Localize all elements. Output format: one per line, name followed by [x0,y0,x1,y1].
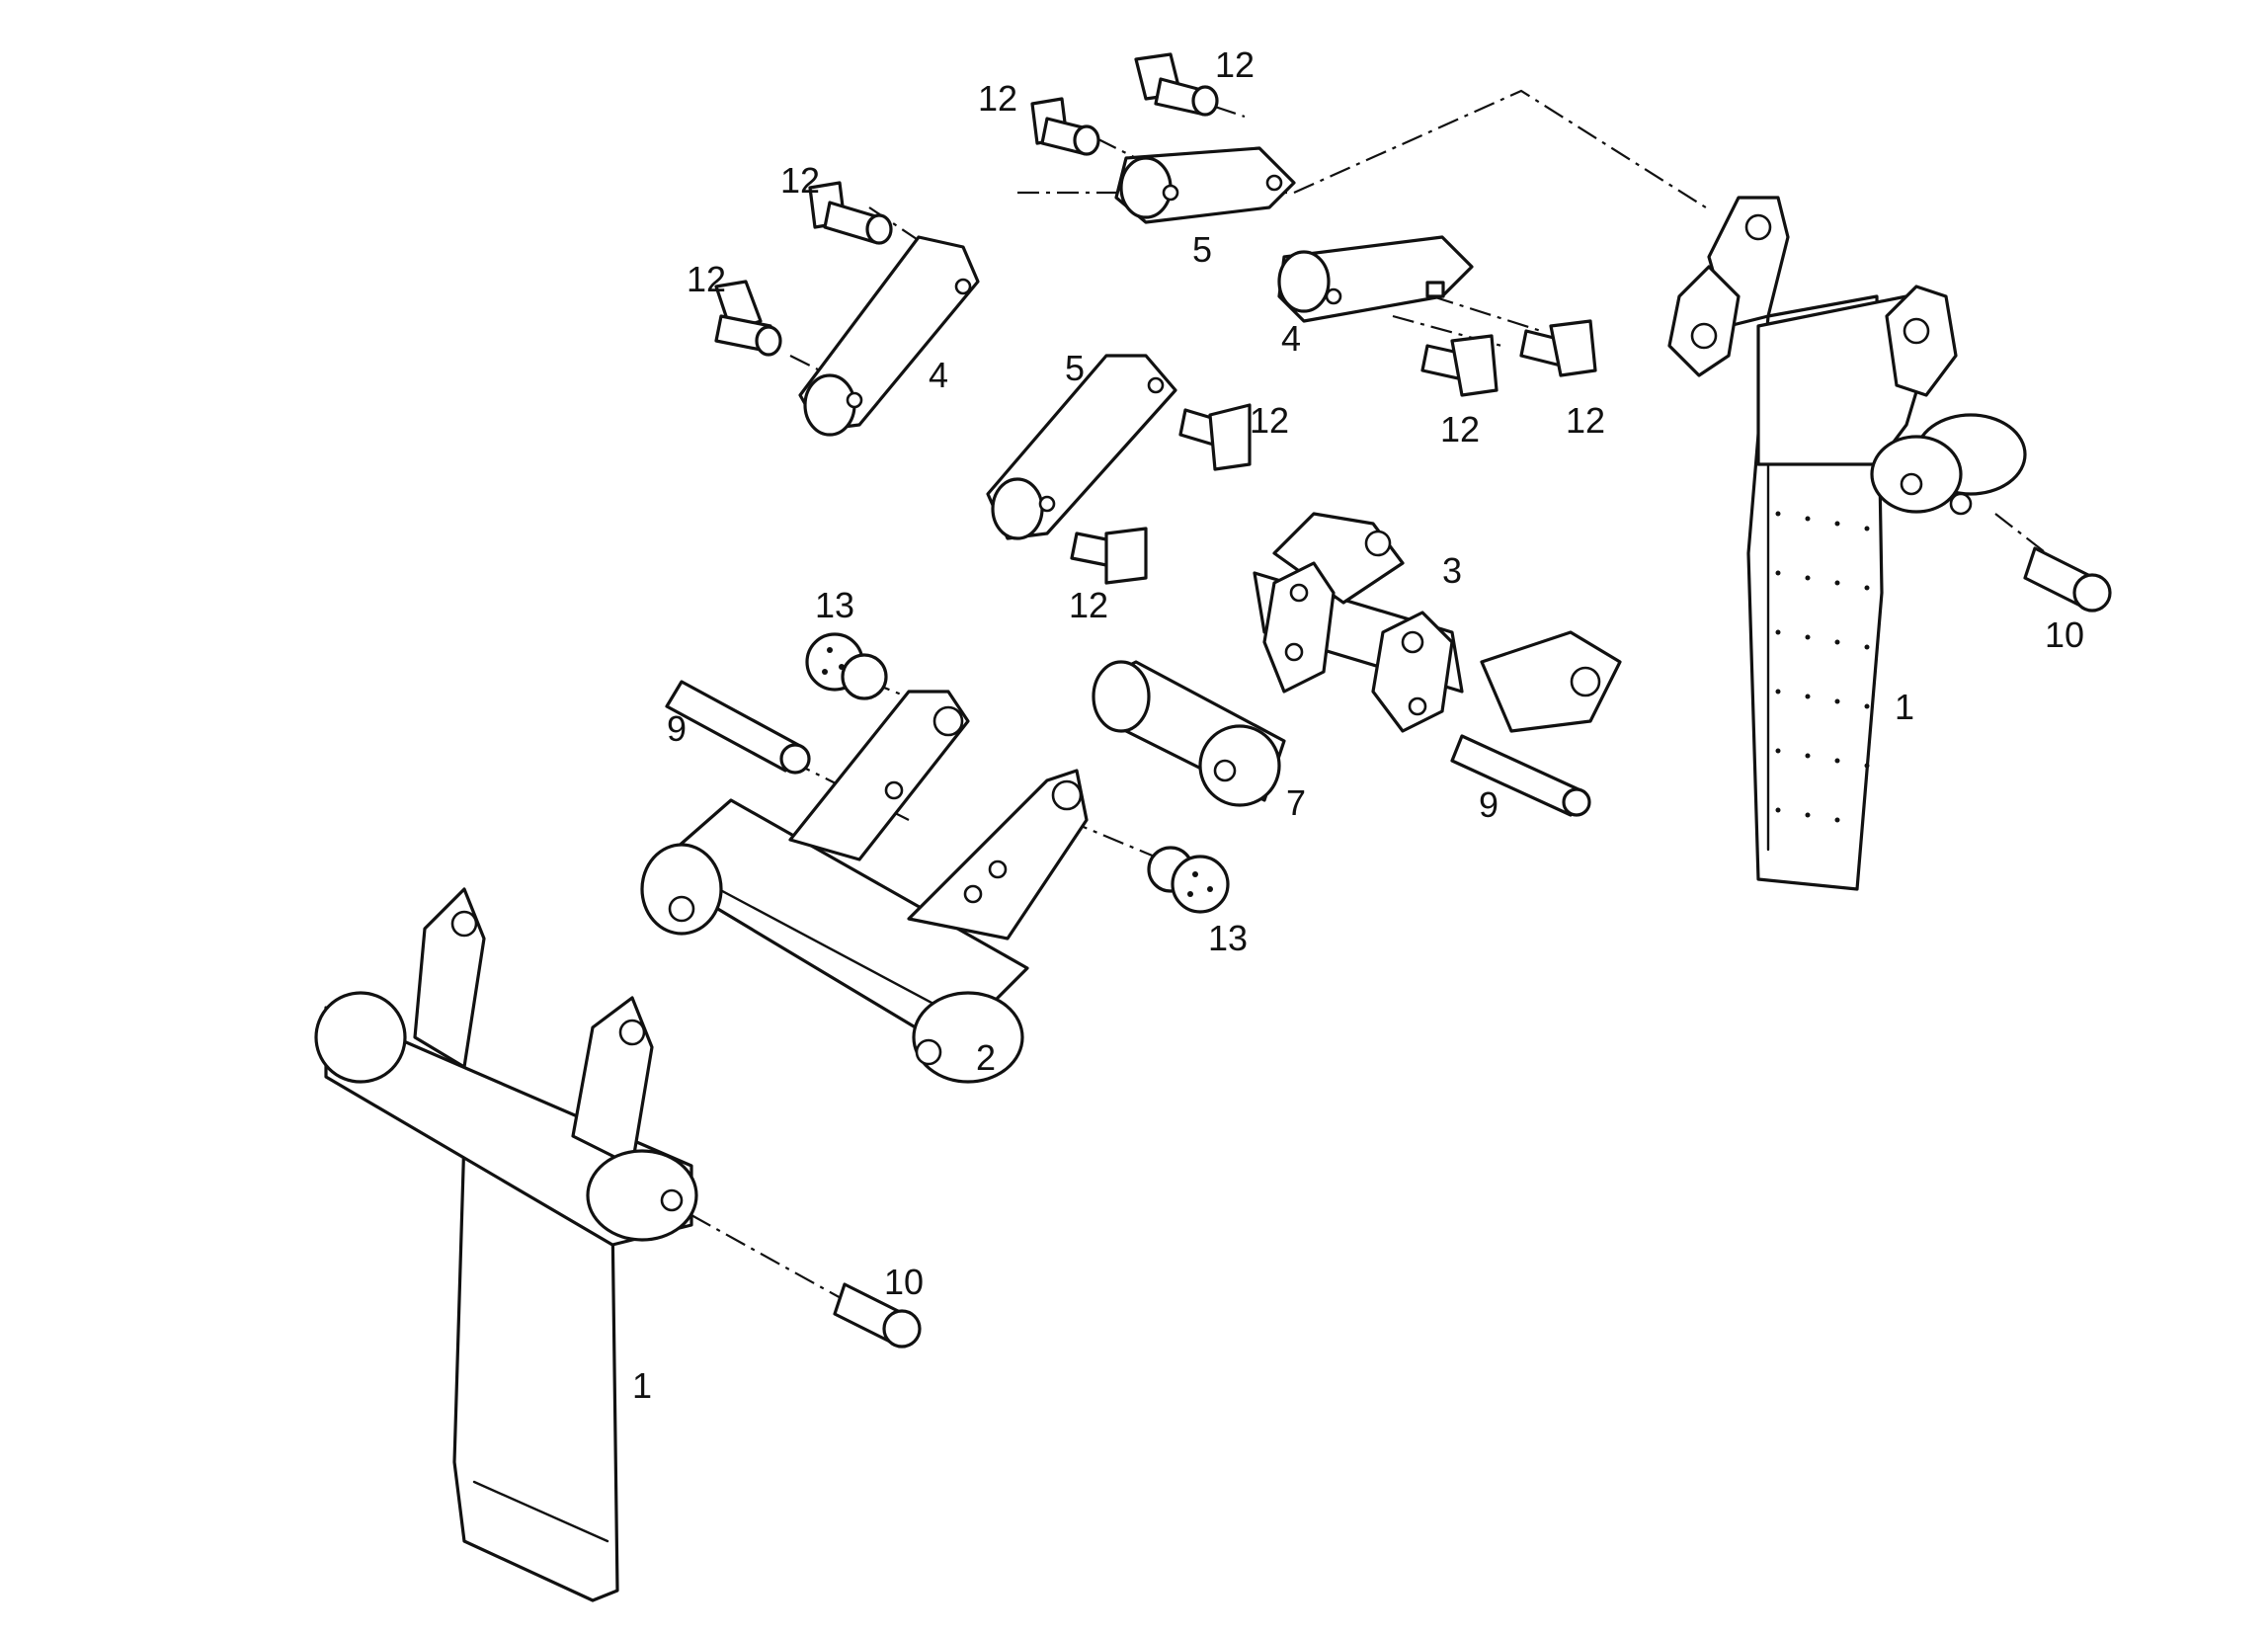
label-part-13-top: 13 [815,585,854,625]
cam-part-7 [1092,660,1286,807]
pin-part-12-right-b [1519,319,1597,377]
label-part-10-right: 10 [2045,614,2084,655]
label-part-12-right-b: 12 [1566,400,1605,441]
label-part-12-left-top: 12 [780,160,820,201]
bracket-part-3 [1253,512,1622,733]
label-part-5-upper: 5 [1192,229,1212,270]
pin-part-12-top [1134,52,1219,117]
link-part-5-upper [1114,146,1296,224]
label-part-12-left-bottom: 12 [687,259,726,299]
label-part-3: 3 [1442,550,1462,591]
label-part-5-center: 5 [1065,348,1085,388]
bushing-part-13-top [805,632,888,700]
label-part-12-upper-left: 12 [978,78,1017,119]
label-part-4-upper: 4 [1281,318,1301,359]
pin-part-9-left [665,680,811,775]
pedal-right [1667,196,2027,891]
label-part-12-center-bottom: 12 [1069,585,1108,625]
link-part-4-left [798,235,980,437]
pin-part-12-left-bottom [714,280,782,357]
pin-part-12-right-a [1420,334,1498,397]
bolt-part-10-left [833,1282,922,1349]
bolt-part-10-right [2023,546,2112,613]
link-part-4-upper [1277,235,1474,323]
label-part-2: 2 [976,1037,996,1078]
label-part-12-center-right: 12 [1250,400,1289,441]
pedal-right-tread-dots [1775,511,1870,823]
link-part-5-center [986,354,1177,540]
label-part-10-left: 10 [884,1262,924,1302]
label-part-1-right: 1 [1895,687,1914,727]
pin-part-12-left-top [808,181,893,245]
pin-part-9-right [1450,734,1591,817]
pin-part-12-center-bottom [1070,527,1148,585]
yoke-part-2 [640,690,1089,1084]
pin-part-12-upper-left [1030,97,1100,156]
bushing-part-13-bottom [1147,846,1230,914]
label-part-7: 7 [1286,782,1306,823]
label-part-9-right: 9 [1479,784,1498,825]
pedal-left [314,887,698,1602]
label-part-12-top: 12 [1215,44,1255,85]
label-part-4-left: 4 [929,355,948,395]
label-part-1-left: 1 [632,1365,652,1406]
label-part-13-bottom: 13 [1208,918,1248,958]
pin-part-12-center-right [1178,403,1252,471]
callout-labels: 1 1 2 3 4 4 5 5 7 9 9 10 10 12 12 12 12 … [632,44,2084,1406]
label-part-12-right-a: 12 [1440,409,1480,450]
label-part-9-left: 9 [667,708,687,749]
